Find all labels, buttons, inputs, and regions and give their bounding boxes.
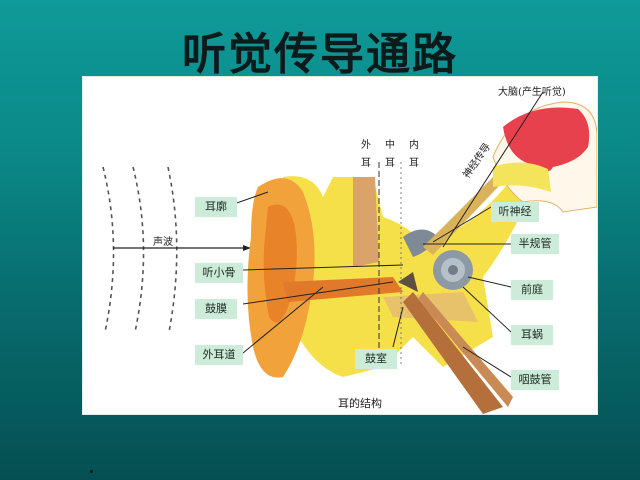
ear-structure-diagram: 外 耳 中 耳 内 耳 声波 大脑(产生听觉) 神经传导 耳廓 听小骨 鼓膜 外… xyxy=(83,77,597,414)
slide-title: 听觉传导通路 xyxy=(182,29,458,80)
middle-ear-header: 中 耳 xyxy=(385,137,395,173)
label-auditory-nerve: 听神经 xyxy=(491,202,539,222)
label-cochlea: 耳蜗 xyxy=(511,325,553,345)
ear-anatomy-illustration xyxy=(102,91,597,414)
label-tympanic-cavity: 鼓室 xyxy=(355,349,397,369)
outer-ear-header-top: 外 xyxy=(361,140,371,151)
label-auricle: 耳廓 xyxy=(195,197,237,217)
diagram-caption: 耳的结构 xyxy=(338,397,382,410)
label-eardrum: 鼓膜 xyxy=(195,299,237,319)
inner-ear-header-bottom: 耳 xyxy=(409,158,419,169)
sound-wave-label: 声波 xyxy=(153,237,173,248)
inner-ear-header-top: 内 xyxy=(409,140,419,151)
slide-dot xyxy=(90,470,93,473)
middle-ear-header-top: 中 xyxy=(385,140,395,151)
label-vestibule: 前庭 xyxy=(511,280,553,300)
label-ear-canal: 外耳道 xyxy=(195,345,243,365)
outer-ear-header-bottom: 耳 xyxy=(361,158,371,169)
label-semicircular-canals: 半规管 xyxy=(511,234,559,254)
inner-ear-header: 内 耳 xyxy=(409,137,419,173)
label-ossicles: 听小骨 xyxy=(195,263,243,283)
label-eustachian-tube: 咽鼓管 xyxy=(511,370,559,390)
brain-label: 大脑(产生听觉) xyxy=(498,87,566,98)
middle-ear-header-bottom: 耳 xyxy=(385,158,395,169)
outer-ear-header: 外 耳 xyxy=(361,137,371,173)
